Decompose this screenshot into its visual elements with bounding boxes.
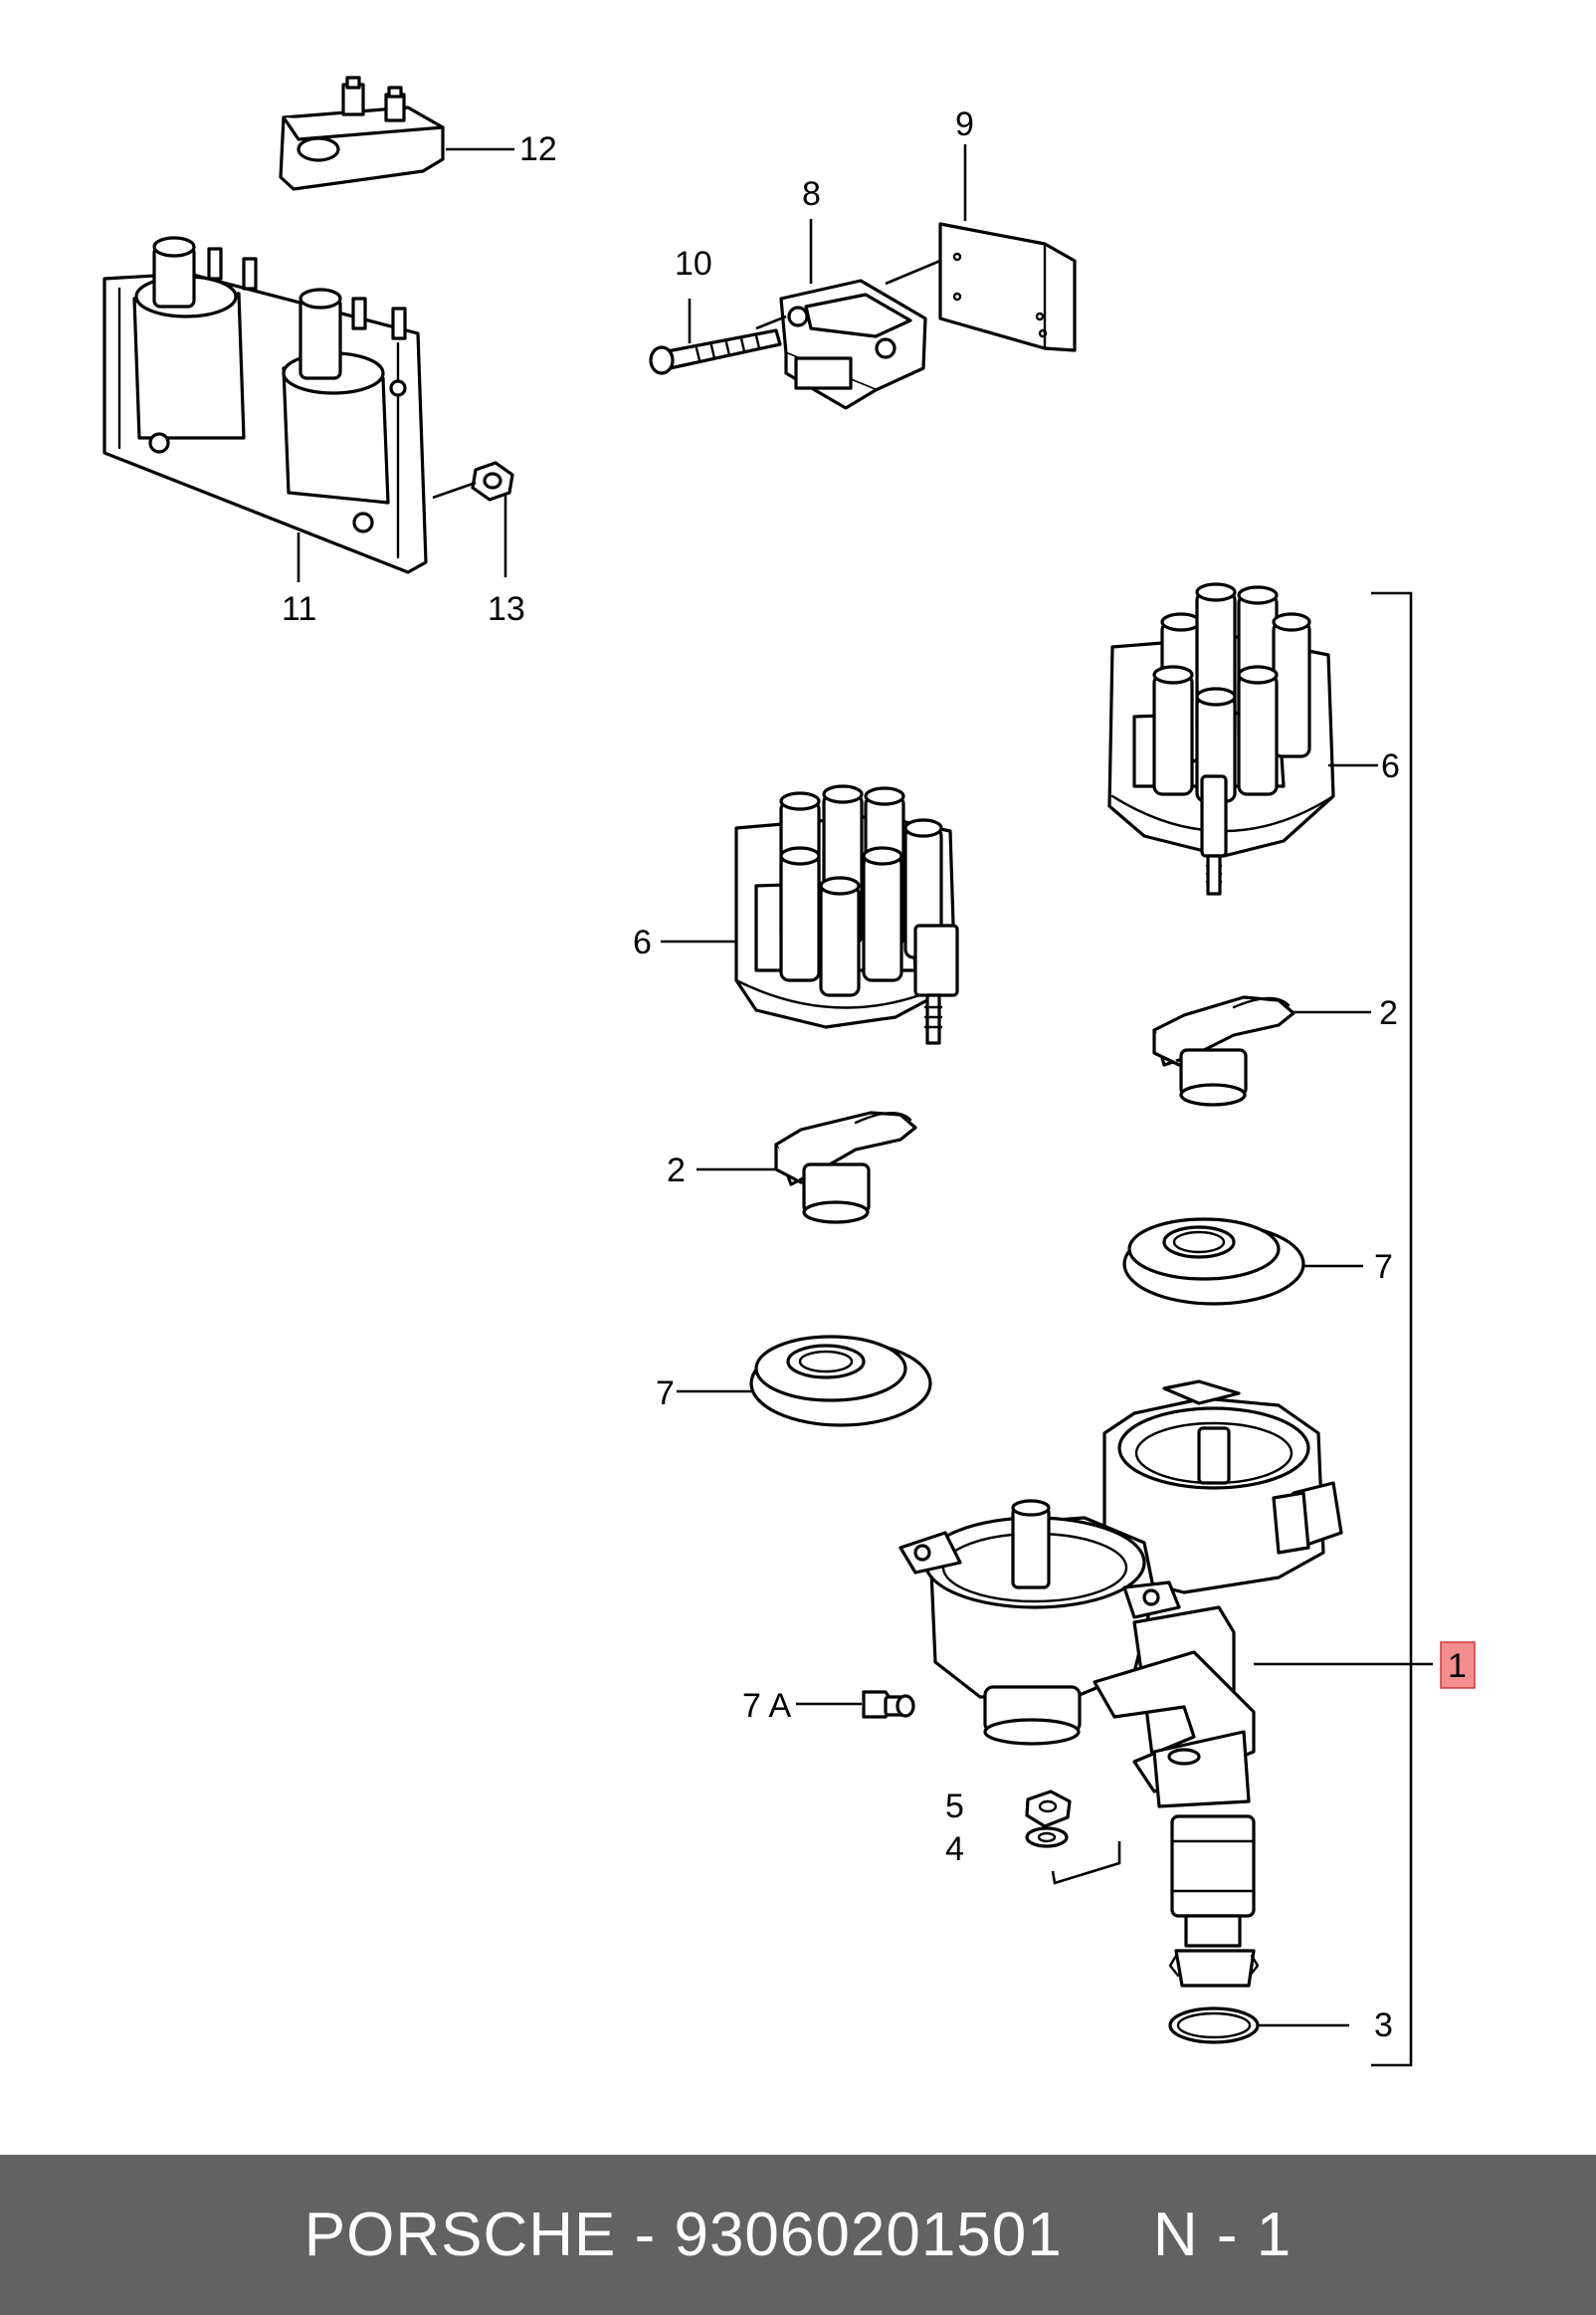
callout-3: 3	[1374, 2006, 1393, 2044]
distributor-cap-left-part-6[interactable]	[734, 784, 959, 1045]
footer-separator: -	[634, 2201, 657, 2269]
footer-page: N - 1	[1152, 2201, 1293, 2269]
callout-12: 12	[519, 130, 557, 168]
callout-9: 9	[955, 105, 974, 143]
callout-5: 5	[945, 1788, 964, 1825]
callout-8: 8	[802, 175, 821, 213]
screw-part-10[interactable]	[649, 328, 782, 375]
breather-valve-part-7a[interactable]	[862, 1690, 915, 1719]
rotor-right-part-2[interactable]	[1152, 995, 1296, 1107]
callout-7-left: 7	[656, 1374, 675, 1412]
parts-diagram: 12 11 13 10 8 9 6 6 2 2 7 7 1 7 A 5 4 3	[102, 76, 1476, 2067]
distributor-cap-right-part-6[interactable]	[1107, 582, 1335, 896]
callout-11: 11	[282, 590, 316, 628]
callout-4: 4	[945, 1830, 964, 1868]
callout-2-left: 2	[667, 1152, 686, 1189]
rotor-left-part-2[interactable]	[774, 1111, 917, 1224]
footer-brand: PORSCHE	[303, 2201, 617, 2269]
callout-1-highlight	[1440, 1641, 1476, 1689]
plate-part-9[interactable]	[938, 222, 1077, 352]
leader-lines	[297, 144, 1433, 2067]
callout-13: 13	[488, 590, 525, 628]
dust-shield-left-part-7[interactable]	[749, 1335, 932, 1427]
callout-1: 1	[1448, 1647, 1467, 1685]
distributor-body-part-1[interactable]	[898, 1379, 1343, 1988]
control-module-part-8[interactable]	[779, 279, 927, 410]
callout-7a: 7 A	[742, 1687, 791, 1725]
callout-6-left: 6	[633, 924, 652, 961]
callout-labels: 12 11 13 10 8 9 6 6 2 2 7 7 1 7 A 5 4 3	[282, 105, 1476, 2044]
nut-part-13[interactable]	[471, 461, 514, 502]
footer-bar: PORSCHE - 93060201501 N - 1	[0, 2155, 1596, 2315]
callout-6-right: 6	[1381, 747, 1400, 785]
callout-2-right: 2	[1379, 994, 1398, 1032]
washer-part-4[interactable]	[1025, 1826, 1069, 1848]
callout-10: 10	[675, 245, 712, 283]
nut-part-5[interactable]	[1025, 1789, 1072, 1828]
ignition-coil-assembly-part-11[interactable]	[102, 236, 428, 574]
dust-shield-right-part-7[interactable]	[1122, 1217, 1305, 1306]
terminal-block-part-12[interactable]	[279, 76, 445, 191]
footer-caption: PORSCHE - 93060201501 N - 1	[304, 2200, 1293, 2270]
o-ring-part-3[interactable]	[1168, 2006, 1260, 2044]
callout-7-right: 7	[1374, 1248, 1393, 1286]
footer-part-number: 93060201501	[674, 2201, 1063, 2269]
